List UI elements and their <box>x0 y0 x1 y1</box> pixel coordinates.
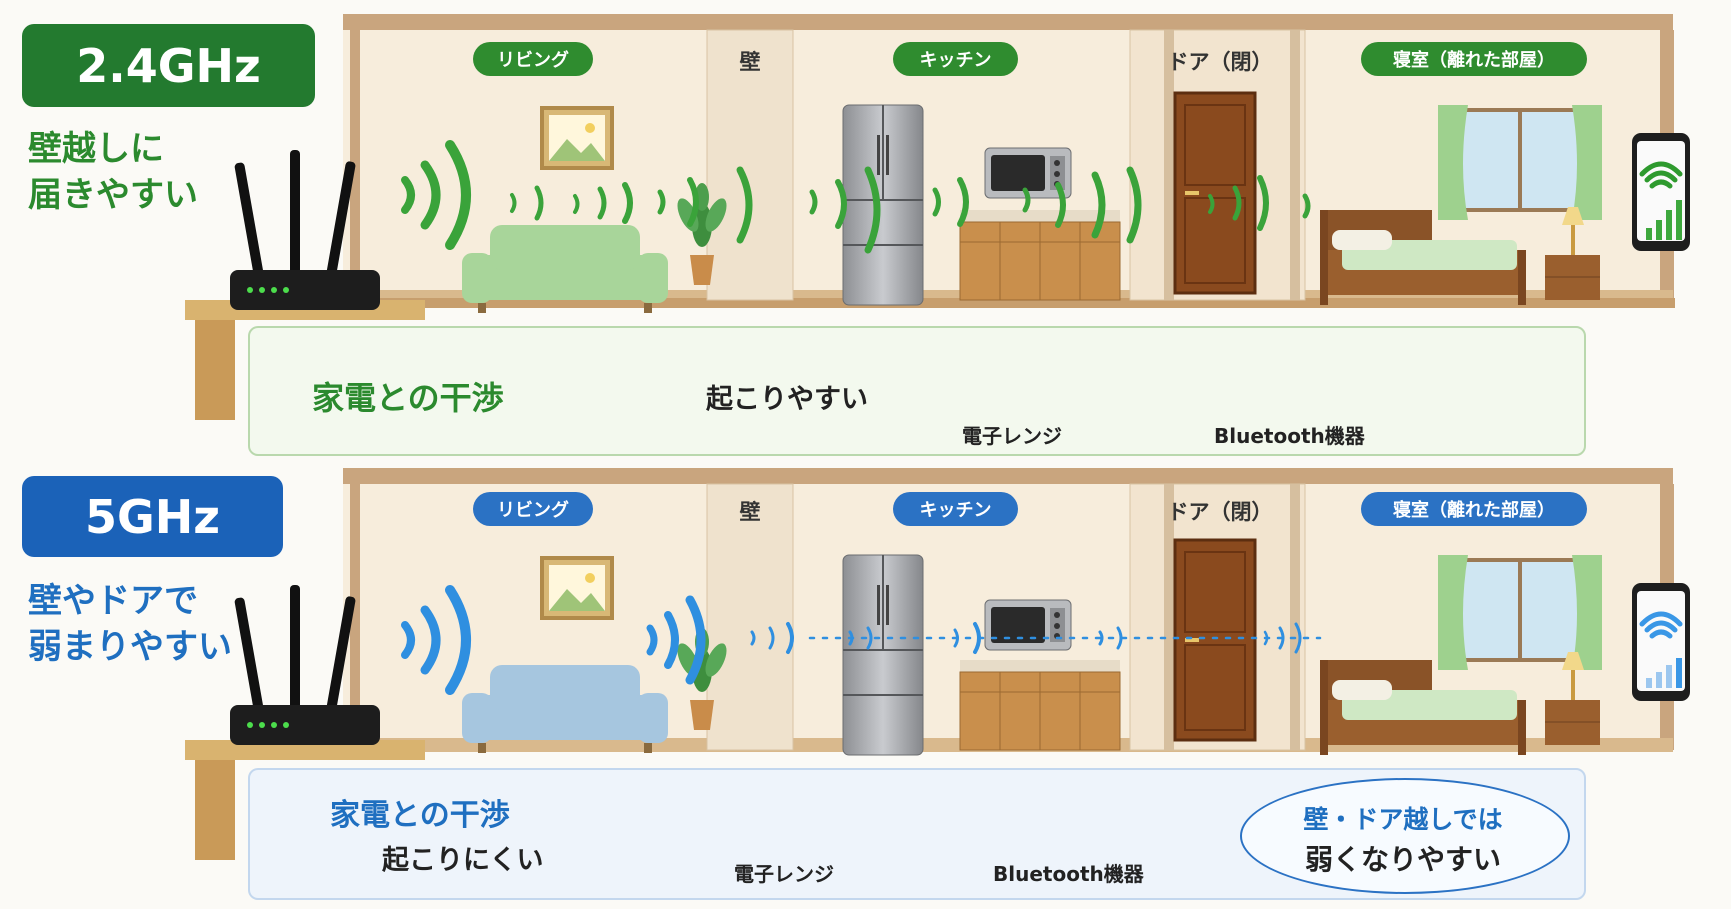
door-icon <box>1173 538 1257 742</box>
signal-waves-green <box>401 140 1311 254</box>
band-tag-5ghz: 5GHz <box>22 476 283 557</box>
band-desc-5ghz: 壁やドアで 弱まりやすい <box>28 581 232 667</box>
room-label-kitchen: キッチン <box>893 492 1018 526</box>
room-label-kitchen: キッチン <box>893 42 1018 76</box>
sofa-icon <box>462 225 668 313</box>
device-label-bluetooth: Bluetooth機器 <box>993 862 1144 886</box>
microwave-icon <box>984 599 1072 651</box>
sofa-icon <box>462 665 668 753</box>
interference-status-5ghz: 起こりにくい <box>382 845 544 876</box>
room-label-bedroom: 寝室（離れた部屋） <box>1361 42 1587 76</box>
device-label-microwave: 電子レンジ <box>962 424 1062 448</box>
room-label-wall: 壁 <box>739 500 761 524</box>
room-label-living: リビング <box>473 492 593 526</box>
kitchen-cabinet-icon <box>959 659 1121 751</box>
device-label-microwave: 電子レンジ <box>734 862 834 886</box>
note-line-1: 壁・ドア越しでは <box>1303 805 1503 834</box>
room-label-living: リビング <box>473 42 593 76</box>
note-line-2: 弱くなりやすい <box>1304 843 1501 876</box>
interference-title-5ghz: 家電との干渉 <box>330 798 510 833</box>
picture-frame-icon <box>540 106 614 170</box>
room-label-bedroom: 寝室（離れた部屋） <box>1361 492 1587 526</box>
note-ellipse-5ghz <box>1240 778 1570 894</box>
room-label-wall: 壁 <box>739 50 761 74</box>
band-desc-2-4ghz: 壁越しに 届きやすい <box>28 129 198 215</box>
window-icon <box>1436 103 1604 222</box>
device-label-bluetooth: Bluetooth機器 <box>1214 424 1365 448</box>
band-tag-2-4ghz: 2.4GHz <box>22 24 315 107</box>
signal-waves-blue <box>401 585 1322 695</box>
interference-status-2-4ghz: 起こりやすい <box>706 384 868 415</box>
room-label-door: ドア（閉） <box>1167 500 1273 524</box>
fridge-icon <box>842 554 924 756</box>
fridge-icon <box>842 104 924 306</box>
door-icon <box>1173 91 1257 295</box>
room-label-door: ドア（閉） <box>1167 50 1273 74</box>
interference-title-2-4ghz: 家電との干渉 <box>312 379 504 417</box>
picture-frame-icon <box>540 556 614 620</box>
interference-panel-2-4ghz <box>248 326 1586 456</box>
